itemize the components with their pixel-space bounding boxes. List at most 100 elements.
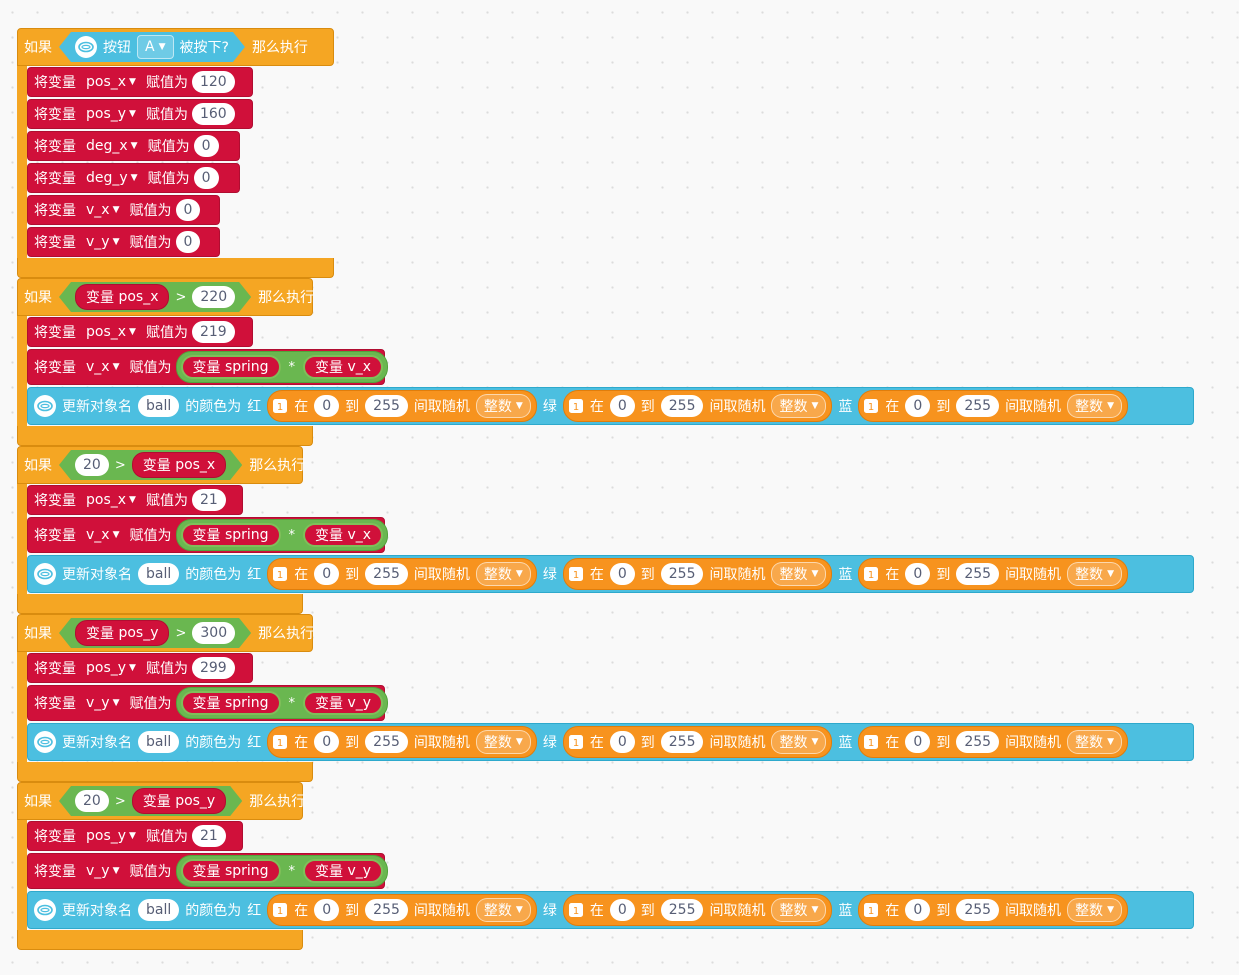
- variable-reporter[interactable]: 变量 pos_y: [75, 620, 169, 646]
- random-reporter[interactable]: 1 在 0 到 255 间取随机 整数▼: [858, 558, 1128, 590]
- random-reporter[interactable]: 1 在 0 到 255 间取随机 整数▼: [858, 726, 1128, 758]
- value-input[interactable]: 299: [191, 657, 235, 679]
- compare-condition[interactable]: 变量 pos_x > 220: [59, 282, 251, 312]
- min-input[interactable]: 0: [609, 731, 635, 753]
- multiply-operator[interactable]: 变量 spring * 变量 v_y: [175, 687, 389, 719]
- int-dropdown[interactable]: 整数▼: [1067, 394, 1122, 418]
- random-reporter[interactable]: 1 在 0 到 255 间取随机 整数▼: [858, 894, 1128, 926]
- set-var-statement[interactable]: 将变量 deg_x▼ 赋值为 0: [27, 131, 240, 161]
- object-name-input[interactable]: ball: [138, 395, 180, 417]
- set-var-statement[interactable]: 将变量 v_x▼ 赋值为 变量 spring * 变量 v_x: [27, 349, 389, 385]
- int-dropdown[interactable]: 整数▼: [475, 898, 531, 922]
- set-var-statement[interactable]: 将变量 pos_y▼ 赋值为 21: [27, 821, 243, 851]
- object-name-input[interactable]: ball: [138, 899, 180, 921]
- set-var-statement[interactable]: 将变量 pos_x▼ 赋值为 219: [27, 317, 253, 347]
- value-input[interactable]: 21: [191, 825, 226, 847]
- var-dropdown[interactable]: pos_y▼: [80, 657, 142, 679]
- max-input[interactable]: 255: [660, 395, 704, 417]
- variable-reporter[interactable]: 变量 pos_x: [132, 452, 226, 478]
- var-dropdown[interactable]: pos_x▼: [80, 71, 142, 93]
- if-block[interactable]: 如果 20 > 变量 pos_x 那么执行 将变量 pos_x▼ 赋值为 21 …: [17, 446, 1194, 614]
- min-input[interactable]: 0: [905, 563, 931, 585]
- update-color-statement[interactable]: 更新对象名 ball 的颜色为 红 1 在 0 到 255 间取随机 整数▼ 绿…: [27, 555, 1194, 593]
- button-pressed-condition[interactable]: 按钮 A ▼ 被按下?: [59, 32, 245, 62]
- int-dropdown[interactable]: 整数▼: [475, 562, 531, 586]
- max-input[interactable]: 255: [660, 731, 704, 753]
- max-input[interactable]: 255: [956, 395, 1000, 417]
- update-color-statement[interactable]: 更新对象名 ball 的颜色为 红 1 在 0 到 255 间取随机 整数▼ 绿…: [27, 891, 1194, 929]
- multiply-operator[interactable]: 变量 spring * 变量 v_x: [175, 351, 389, 383]
- var-dropdown[interactable]: v_x▼: [80, 199, 126, 221]
- variable-reporter[interactable]: 变量 v_y: [303, 859, 384, 883]
- int-dropdown[interactable]: 整数▼: [475, 394, 531, 418]
- button-dropdown[interactable]: A ▼: [137, 35, 174, 59]
- value-input[interactable]: 0: [193, 135, 219, 157]
- value-input[interactable]: 21: [191, 489, 226, 511]
- if-header[interactable]: 如果 变量 pos_y > 300 那么执行: [17, 614, 314, 652]
- int-dropdown[interactable]: 整数▼: [475, 730, 531, 754]
- max-input[interactable]: 255: [365, 563, 408, 585]
- if-block[interactable]: 如果 变量 pos_y > 300 那么执行 将变量 pos_y▼ 赋值为 29…: [17, 614, 1194, 782]
- set-var-statement[interactable]: 将变量 pos_x▼ 赋值为 120: [27, 67, 253, 97]
- set-var-statement[interactable]: 将变量 deg_y▼ 赋值为 0: [27, 163, 240, 193]
- random-reporter[interactable]: 1 在 0 到 255 间取随机 整数▼: [267, 390, 537, 422]
- min-input[interactable]: 0: [609, 395, 635, 417]
- var-dropdown[interactable]: pos_x▼: [80, 489, 142, 511]
- int-dropdown[interactable]: 整数▼: [771, 394, 827, 418]
- variable-reporter[interactable]: 变量 v_x: [303, 523, 384, 547]
- object-name-input[interactable]: ball: [138, 731, 180, 753]
- int-dropdown[interactable]: 整数▼: [771, 730, 827, 754]
- if-header[interactable]: 如果 20 > 变量 pos_y 那么执行: [17, 782, 305, 820]
- value-input[interactable]: 20: [75, 454, 109, 476]
- int-dropdown[interactable]: 整数▼: [771, 898, 827, 922]
- if-header[interactable]: 如果 20 > 变量 pos_x 那么执行: [17, 446, 305, 484]
- value-input[interactable]: 20: [75, 790, 109, 812]
- variable-reporter[interactable]: 变量 spring: [180, 691, 281, 715]
- var-dropdown[interactable]: v_y▼: [80, 231, 126, 253]
- set-var-statement[interactable]: 将变量 v_x▼ 赋值为 变量 spring * 变量 v_x: [27, 517, 389, 553]
- value-input[interactable]: 219: [191, 321, 235, 343]
- var-dropdown[interactable]: pos_y▼: [80, 825, 142, 847]
- variable-reporter[interactable]: 变量 pos_y: [132, 788, 226, 814]
- max-input[interactable]: 255: [956, 899, 1000, 921]
- min-input[interactable]: 0: [905, 395, 931, 417]
- min-input[interactable]: 0: [314, 395, 340, 417]
- multiply-operator[interactable]: 变量 spring * 变量 v_y: [175, 855, 389, 887]
- int-dropdown[interactable]: 整数▼: [1067, 562, 1122, 586]
- variable-reporter[interactable]: 变量 spring: [180, 355, 281, 379]
- int-dropdown[interactable]: 整数▼: [1067, 730, 1122, 754]
- var-dropdown[interactable]: v_x▼: [80, 524, 126, 546]
- random-reporter[interactable]: 1 在 0 到 255 间取随机 整数▼: [267, 894, 537, 926]
- min-input[interactable]: 0: [314, 731, 340, 753]
- var-dropdown[interactable]: v_y▼: [80, 692, 126, 714]
- max-input[interactable]: 255: [365, 731, 408, 753]
- set-var-statement[interactable]: 将变量 v_x▼ 赋值为 0: [27, 195, 220, 225]
- max-input[interactable]: 255: [660, 563, 704, 585]
- update-color-statement[interactable]: 更新对象名 ball 的颜色为 红 1 在 0 到 255 间取随机 整数▼ 绿…: [27, 723, 1194, 761]
- value-input[interactable]: 160: [191, 103, 235, 125]
- min-input[interactable]: 0: [609, 899, 635, 921]
- set-var-statement[interactable]: 将变量 pos_y▼ 赋值为 160: [27, 99, 253, 129]
- int-dropdown[interactable]: 整数▼: [771, 562, 827, 586]
- update-color-statement[interactable]: 更新对象名 ball 的颜色为 红 1 在 0 到 255 间取随机 整数▼ 绿…: [27, 387, 1194, 425]
- var-dropdown[interactable]: pos_y▼: [80, 103, 142, 125]
- set-var-statement[interactable]: 将变量 v_y▼ 赋值为 变量 spring * 变量 v_y: [27, 685, 389, 721]
- value-input[interactable]: 300: [192, 622, 235, 644]
- random-reporter[interactable]: 1 在 0 到 255 间取随机 整数▼: [858, 390, 1128, 422]
- set-var-statement[interactable]: 将变量 pos_y▼ 赋值为 299: [27, 653, 253, 683]
- value-input[interactable]: 120: [191, 71, 235, 93]
- variable-reporter[interactable]: 变量 spring: [180, 523, 281, 547]
- value-input[interactable]: 220: [192, 286, 235, 308]
- int-dropdown[interactable]: 整数▼: [1067, 898, 1122, 922]
- set-var-statement[interactable]: 将变量 pos_x▼ 赋值为 21: [27, 485, 243, 515]
- random-reporter[interactable]: 1 在 0 到 255 间取随机 整数▼: [267, 558, 537, 590]
- var-dropdown[interactable]: deg_x▼: [80, 135, 144, 157]
- var-dropdown[interactable]: v_x▼: [80, 356, 126, 378]
- if-block[interactable]: 如果 变量 pos_x > 220 那么执行 将变量 pos_x▼ 赋值为 21…: [17, 278, 1194, 446]
- value-input[interactable]: 0: [175, 231, 201, 253]
- max-input[interactable]: 255: [660, 899, 704, 921]
- random-reporter[interactable]: 1 在 0 到 255 间取随机 整数▼: [562, 390, 833, 422]
- var-dropdown[interactable]: deg_y▼: [80, 167, 144, 189]
- multiply-operator[interactable]: 变量 spring * 变量 v_x: [175, 519, 389, 551]
- max-input[interactable]: 255: [956, 731, 1000, 753]
